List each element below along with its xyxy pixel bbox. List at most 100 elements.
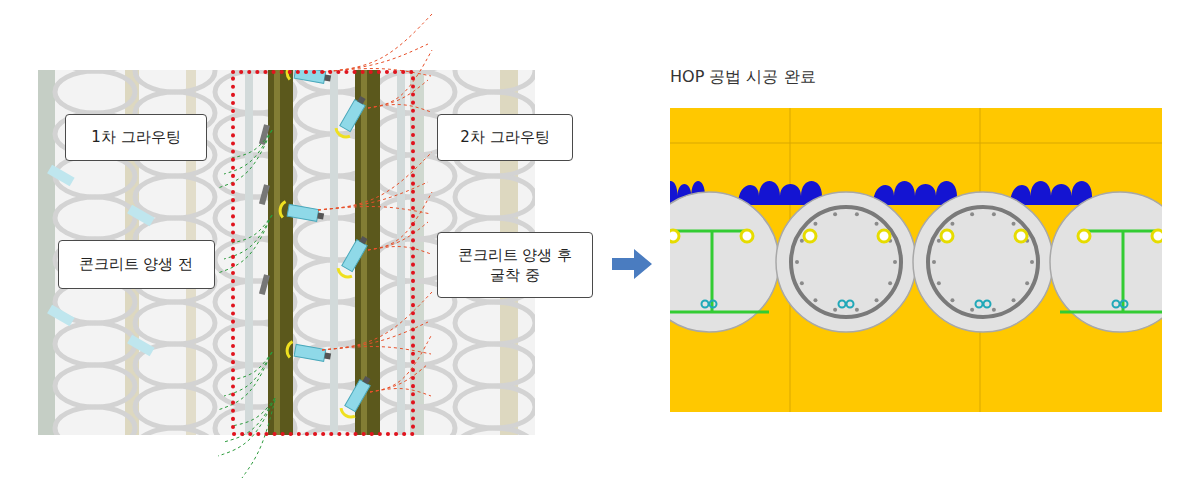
nozzle-body: [340, 100, 365, 132]
rebar-dot: [1012, 298, 1016, 302]
nozzle-tip: [324, 353, 331, 360]
pipe-stub: [259, 274, 270, 295]
nozzle-tip: [324, 75, 331, 82]
nozzle-body: [345, 380, 370, 412]
nozzle-clip: [286, 341, 293, 357]
background-column: [38, 70, 55, 435]
grout-nozzle: [334, 93, 370, 139]
pile-ring: [455, 70, 535, 92]
leader-line: [370, 389, 431, 396]
pile-section: [1050, 192, 1162, 332]
nozzle-tip: [362, 376, 370, 384]
leader-line: [232, 130, 272, 158]
nozzle-clip: [279, 201, 286, 217]
pile-ring: [455, 386, 535, 428]
grout-pipe: [1015, 230, 1027, 242]
pile-section: [776, 192, 916, 332]
leader-line: [322, 292, 432, 350]
rebar-dot: [888, 281, 892, 285]
leader-line: [218, 215, 272, 273]
rebar-dot: [970, 212, 974, 216]
leader-line: [218, 130, 272, 188]
rebar-cage: [928, 207, 1038, 317]
rebar-cage: [791, 207, 901, 317]
rebar-dot: [833, 308, 837, 312]
nozzle-tip: [357, 96, 365, 104]
pile-column: [268, 70, 293, 435]
pile-ring: [375, 323, 455, 365]
pile-ring: [55, 407, 135, 435]
pile-ring: [55, 197, 135, 239]
leader-line: [218, 398, 275, 456]
pipe-stub: [259, 184, 270, 205]
grout-pipe: [804, 230, 816, 242]
callout-box: 콘크리트 양생 후 굴착 중: [437, 232, 593, 298]
pile-ring: [135, 386, 215, 428]
grout-nozzle: [336, 233, 372, 279]
pile-ring: [455, 176, 535, 218]
leader-line: [232, 398, 275, 426]
nozzle-body: [287, 204, 319, 221]
nozzle-tip: [317, 213, 324, 220]
grid-line: [670, 143, 1162, 144]
rebar-dot: [1030, 260, 1034, 264]
rebar-dot: [800, 239, 804, 243]
grout-nozzle: [339, 373, 375, 419]
grout-pipe: [741, 230, 753, 242]
leader-line: [368, 105, 431, 112]
h-beam-flange: [1060, 311, 1162, 314]
background-nozzle: [47, 165, 75, 187]
rebar-dot: [970, 308, 974, 312]
leader-line: [218, 352, 272, 410]
rebar-dot: [813, 222, 817, 226]
leader-line: [322, 14, 432, 72]
rebar-dot: [855, 308, 859, 312]
rebar-dot: [893, 260, 897, 264]
rebar-dot: [813, 298, 817, 302]
leader-line: [224, 352, 272, 396]
leader-line: [322, 44, 428, 72]
nozzle-body: [342, 240, 367, 272]
pile-section: [670, 192, 779, 332]
rebar-dot: [1012, 222, 1016, 226]
rebar-dot: [992, 212, 996, 216]
callout-box: 콘크리트 양생 전: [58, 240, 215, 289]
grout-pipe: [941, 230, 953, 242]
leader-line: [318, 182, 428, 210]
background-nozzle: [47, 305, 75, 327]
callout-box: 1차 그라우팅: [65, 114, 207, 161]
inner-pipe: [839, 301, 846, 308]
inner-pipe: [984, 301, 991, 308]
pile-ring: [455, 344, 535, 386]
pile-ring: [375, 155, 455, 197]
leader-line: [368, 222, 428, 250]
grout-bulb: [738, 181, 822, 205]
focus-frame: [233, 72, 413, 434]
inner-pipe: [1113, 301, 1120, 308]
grout-pipe: [878, 230, 890, 242]
leader-line: [370, 334, 432, 392]
leader-line: [224, 215, 272, 259]
rebar-dot: [855, 212, 859, 216]
pile-ring: [135, 176, 215, 218]
box-text: 콘크리트 양생 후 굴착 중: [454, 245, 576, 286]
pile-section: [913, 192, 1053, 332]
rebar-dot: [800, 281, 804, 285]
leader-line: [368, 50, 432, 108]
rebar-dot: [795, 260, 799, 264]
rebar-dot: [950, 222, 954, 226]
flow-arrow: [612, 249, 652, 279]
pile-ring: [135, 428, 215, 435]
inner-pipe: [702, 301, 709, 308]
callout-box: 2차 그라우팅: [437, 114, 573, 161]
rebar-dot: [1025, 281, 1029, 285]
box-text: 콘크리트 양생 전: [79, 254, 194, 274]
inner-pipe: [1121, 301, 1128, 308]
rebar-dot: [937, 239, 941, 243]
pile-ring: [375, 407, 455, 435]
pile-ring: [55, 71, 135, 113]
grout-bulb: [1010, 181, 1092, 205]
leader-line: [318, 152, 432, 210]
plan-view: [670, 108, 1162, 412]
